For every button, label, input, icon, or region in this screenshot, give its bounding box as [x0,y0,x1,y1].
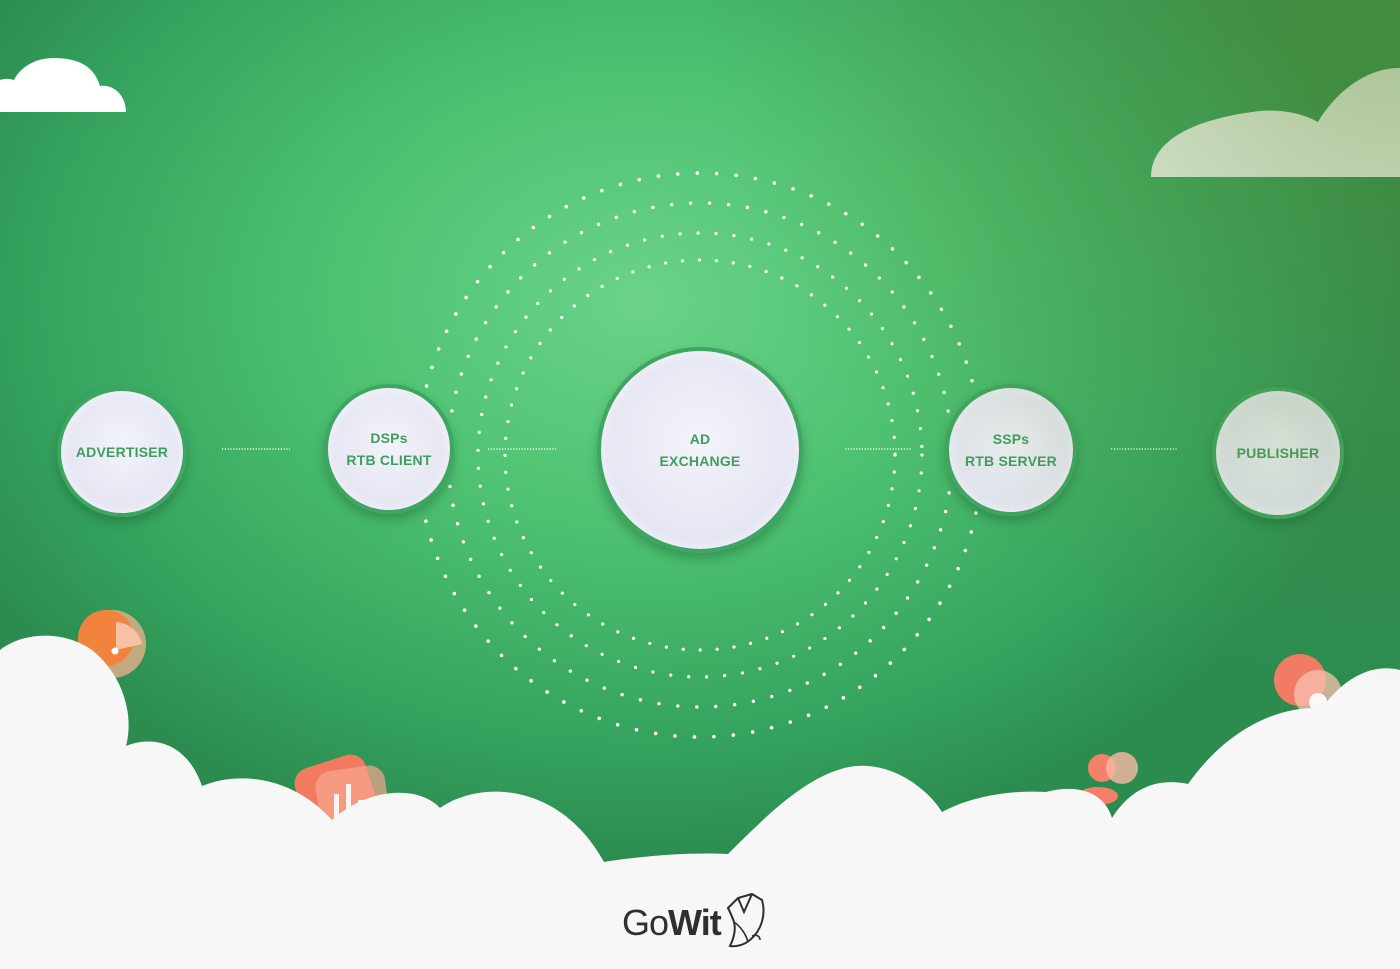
node-publisher-label: PUBLISHER [1237,442,1320,464]
gowit-logo: Go Wit [622,890,766,944]
node-ssps: SSPs RTB SERVER [945,384,1077,516]
logo-text-wit: Wit [668,902,721,944]
node-publisher: PUBLISHER [1212,387,1344,519]
node-advertiser-label: ADVERTISER [76,441,168,463]
logo-text-go: Go [622,902,668,944]
cloud-top-right [1151,68,1400,177]
cloud-top-left [0,58,126,112]
node-ad-exchange: AD EXCHANGE [597,347,803,553]
node-dsps: DSPs RTB CLIENT [324,384,454,514]
node-ad-exchange-label-line2: EXCHANGE [660,450,741,472]
owl-icon [722,890,766,948]
node-ssps-label-line1: SSPs [993,428,1030,450]
node-ssps-label-line2: RTB SERVER [965,450,1057,472]
node-advertiser: ADVERTISER [57,387,187,517]
node-dsps-label-line1: DSPs [370,427,407,449]
node-ad-exchange-label-line1: AD [690,428,711,450]
node-dsps-label-line2: RTB CLIENT [346,449,431,471]
